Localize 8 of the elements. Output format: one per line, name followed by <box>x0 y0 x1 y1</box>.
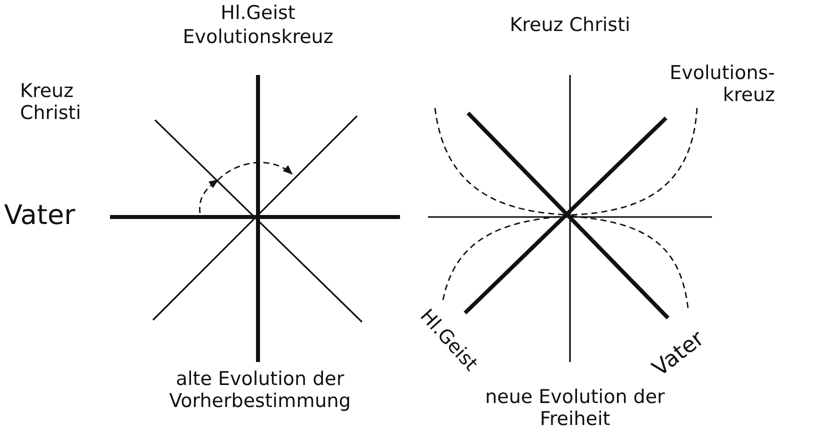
cross-label: Hl.Geist <box>220 2 296 24</box>
cross-label: Kreuz Christi <box>20 80 82 124</box>
cross-label: alte Evolution der Vorherbestimmung <box>168 368 352 412</box>
cross-label: Evolutions- kreuz <box>668 62 775 106</box>
cross-label: Kreuz Christi <box>508 14 632 36</box>
cross-label: Vater <box>4 200 76 231</box>
cross-label: neue Evolution der Freiheit <box>484 386 666 430</box>
cross-label: Evolutionskreuz <box>182 26 334 48</box>
